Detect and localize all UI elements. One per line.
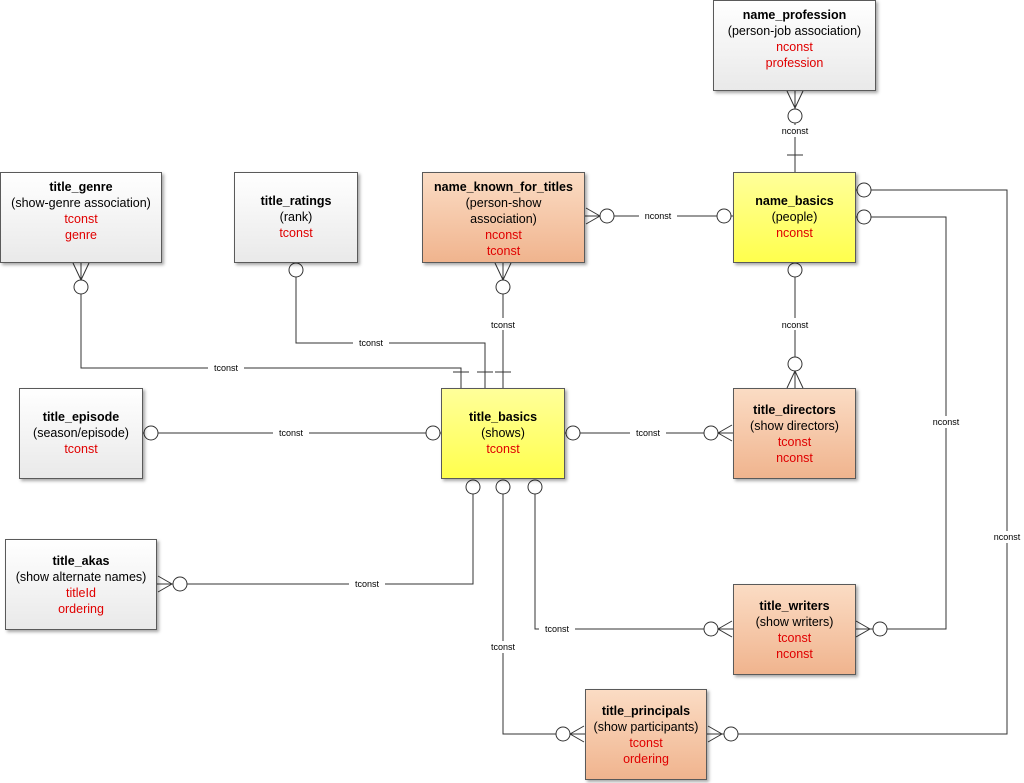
- entity-title: name_basics: [755, 194, 834, 208]
- line-akas-basics: [157, 480, 474, 585]
- line-namebasics-principals: [707, 189, 1008, 735]
- label-known-basics: tconst: [491, 320, 516, 330]
- entity-description: (person-job association): [727, 24, 862, 38]
- entity-name-profession[interactable]: name_profession (person-job association)…: [713, 0, 876, 91]
- line-genre-basics: [80, 262, 462, 389]
- entity-key: titleId: [66, 586, 96, 600]
- label-namebasics-writers: nconst: [933, 417, 960, 427]
- entity-key: tconst: [486, 244, 521, 258]
- label-basics-writers: tconst: [545, 624, 570, 634]
- line-basics-writers: [534, 480, 733, 630]
- label-basics-principals: tconst: [491, 642, 516, 652]
- entity-description: (rank): [279, 210, 313, 224]
- entity-key: profession: [765, 56, 824, 70]
- entity-description: (show directors): [750, 419, 839, 433]
- entity-description: (show writers): [755, 615, 834, 629]
- entity-key: ordering: [58, 602, 104, 616]
- entity-description: (people): [771, 210, 818, 224]
- line-ratings-basics: [295, 270, 486, 389]
- entity-title-ratings[interactable]: title_ratings (rank) tconst: [234, 172, 358, 263]
- label-episode-basics: tconst: [279, 428, 304, 438]
- entity-title: title_genre: [49, 180, 113, 194]
- label-ratings-basics: tconst: [359, 338, 384, 348]
- entity-title: title_akas: [52, 554, 110, 568]
- entity-key: nconst: [776, 451, 813, 465]
- entity-key: tconst: [486, 442, 520, 456]
- entity-description: (person-show association): [465, 196, 542, 226]
- entity-description: (shows): [481, 426, 525, 440]
- entity-key: tconst: [777, 631, 812, 645]
- entity-title-principals[interactable]: title_principals (show participants) tco…: [585, 689, 707, 780]
- line-basics-principals: [502, 480, 585, 735]
- entity-key: tconst: [777, 435, 812, 449]
- entity-description: (season/episode): [33, 426, 129, 440]
- entity-key: tconst: [629, 736, 663, 750]
- entity-title: title_directors: [753, 403, 836, 417]
- label-known-namebasics: nconst: [645, 211, 672, 221]
- entity-title-genre[interactable]: title_genre (show-genre association) tco…: [0, 172, 162, 263]
- entity-key: nconst: [776, 647, 813, 661]
- entity-title-basics[interactable]: title_basics (shows) tconst: [441, 388, 565, 479]
- entity-title: title_basics: [468, 410, 538, 424]
- entity-title: name_known_for_titles: [434, 180, 573, 194]
- entity-description: (show alternate names): [15, 570, 147, 584]
- entity-key: ordering: [623, 752, 669, 766]
- entity-title: title_ratings: [260, 194, 332, 208]
- entity-description: (show-genre association): [11, 196, 151, 210]
- entity-title: title_principals: [601, 704, 691, 718]
- entity-title-directors[interactable]: title_directors (show directors) tconst …: [733, 388, 856, 479]
- entity-description: (show participants): [593, 720, 699, 734]
- entity-title-episode[interactable]: title_episode (season/episode) tconst: [19, 388, 143, 479]
- entity-key: tconst: [279, 226, 313, 240]
- entity-key: tconst: [64, 212, 98, 226]
- entity-title: name_profession: [742, 8, 847, 22]
- entity-title: title_episode: [42, 410, 120, 424]
- label-profession-basics: nconst: [782, 126, 809, 136]
- entity-key: nconst: [776, 226, 813, 240]
- label-genre-basics: tconst: [214, 363, 239, 373]
- label-basics-directors: tconst: [636, 428, 661, 438]
- entity-key: nconst: [776, 40, 813, 54]
- entity-name-known-for-titles[interactable]: name_known_for_titles (person-show assoc…: [422, 172, 585, 263]
- label-akas-basics: tconst: [355, 579, 380, 589]
- entity-key: nconst: [485, 228, 522, 242]
- entity-key: genre: [65, 228, 97, 242]
- entity-title-writers[interactable]: title_writers (show writers) tconst ncon…: [733, 584, 856, 675]
- entity-key: tconst: [64, 442, 98, 456]
- entity-title: title_writers: [759, 599, 830, 613]
- entity-name-basics[interactable]: name_basics (people) nconst: [733, 172, 856, 263]
- label-namebasics-principals: nconst: [994, 532, 1021, 542]
- entity-title-akas[interactable]: title_akas (show alternate names) titleI…: [5, 539, 157, 630]
- label-namebasics-directors: nconst: [782, 320, 809, 330]
